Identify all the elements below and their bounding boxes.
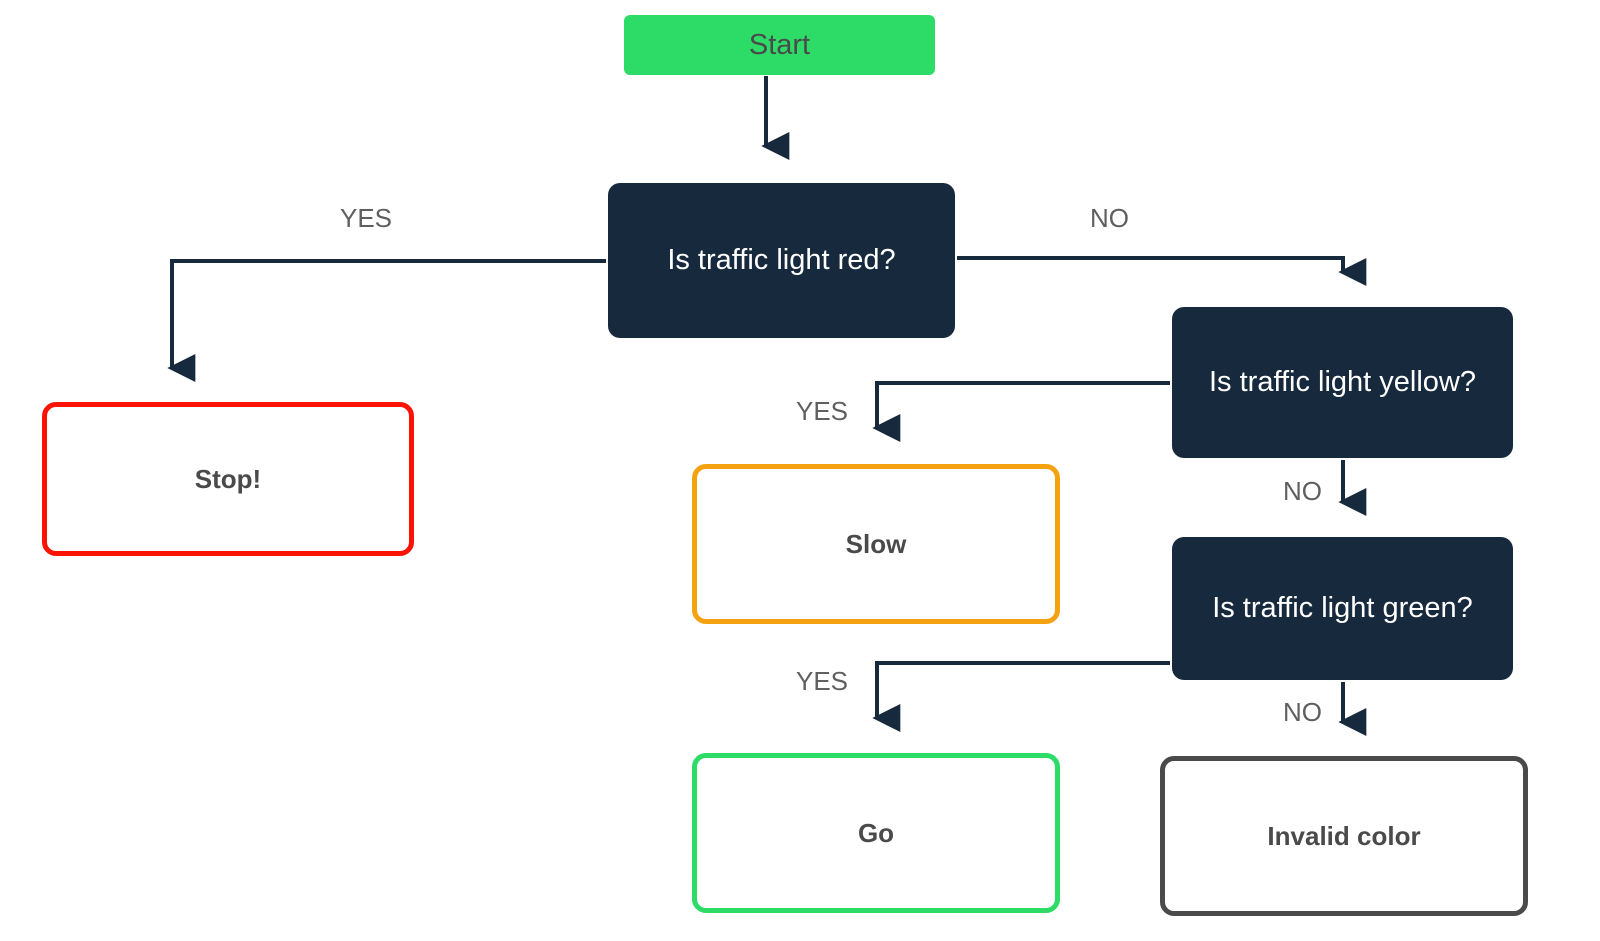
- node-outcome-go-label: Go: [857, 817, 895, 848]
- node-decision-yellow-label: Is traffic light yellow?: [1208, 366, 1477, 398]
- node-decision-red-label: Is traffic light red?: [667, 244, 896, 276]
- edge-label-yellow-no: NO: [1283, 476, 1322, 506]
- node-decision-green-label: Is traffic light green?: [1212, 592, 1473, 624]
- edge-label-green-yes: YES: [796, 666, 849, 696]
- node-start[interactable]: Start: [624, 15, 935, 75]
- edge-label-green-no: NO: [1283, 697, 1322, 727]
- node-start-label: Start: [748, 28, 811, 61]
- edge-label-red-yes: YES: [340, 203, 393, 233]
- node-decision-is-traffic-light-yellow[interactable]: Is traffic light yellow?: [1172, 307, 1513, 458]
- edge-red-no-yellow: [957, 256, 1367, 286]
- node-outcome-stop-label: Stop!: [194, 463, 262, 494]
- node-outcome-invalid-color[interactable]: Invalid color: [1160, 756, 1528, 916]
- edge-label-red-no: NO: [1090, 203, 1129, 233]
- node-outcome-slow-label: Slow: [845, 528, 907, 559]
- edge-green-yes-go: [872, 661, 1170, 732]
- node-decision-is-traffic-light-red[interactable]: Is traffic light red?: [608, 183, 955, 338]
- node-outcome-go[interactable]: Go: [692, 753, 1060, 913]
- node-outcome-invalid-label: Invalid color: [1267, 820, 1421, 851]
- node-decision-is-traffic-light-green[interactable]: Is traffic light green?: [1172, 537, 1513, 680]
- edge-red-yes-stop: [167, 259, 606, 382]
- edge-yellow-yes-slow: [872, 381, 1170, 442]
- node-outcome-slow[interactable]: Slow: [692, 464, 1060, 624]
- node-outcome-stop[interactable]: Stop!: [42, 402, 414, 556]
- edge-label-yellow-yes: YES: [796, 396, 849, 426]
